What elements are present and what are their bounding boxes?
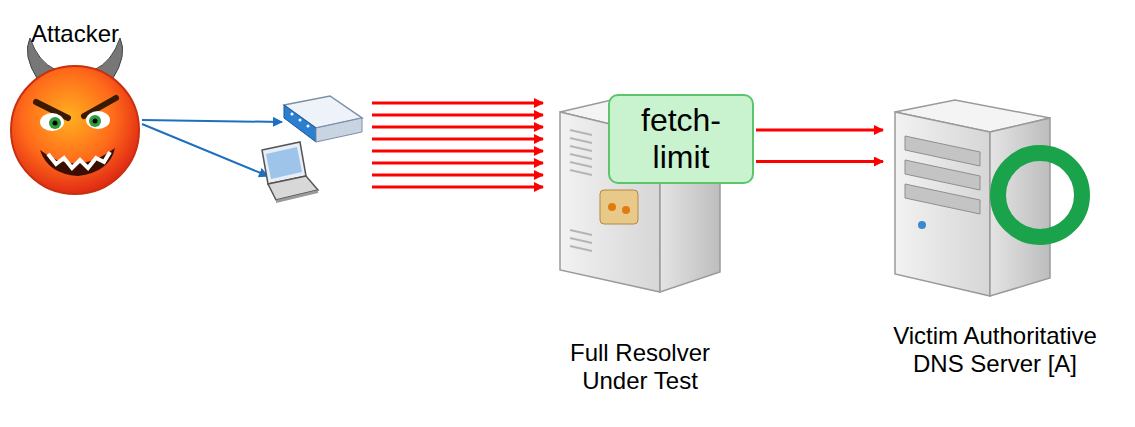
query-arrow	[756, 129, 883, 132]
devil-icon	[11, 38, 139, 194]
node-label: Victim Authoritative DNS Server [A]	[865, 322, 1125, 377]
node-label: Full Resolver Under Test	[540, 339, 740, 394]
attacker-node: Attacker	[10, 64, 140, 194]
fetch-limit-box: fetch-limit	[608, 94, 754, 184]
router-icon	[284, 96, 362, 142]
query-arrow	[756, 160, 883, 163]
resolver-node: Full Resolver Under Testfetch-limit	[555, 98, 725, 293]
laptop-icon	[262, 142, 318, 203]
victim-server	[895, 100, 1082, 296]
node-text: fetch-limit	[620, 102, 742, 176]
flood-arrows	[372, 103, 543, 187]
victim-node: Victim Authoritative DNS Server [A]	[885, 98, 1055, 298]
node-label: Attacker	[5, 20, 145, 48]
